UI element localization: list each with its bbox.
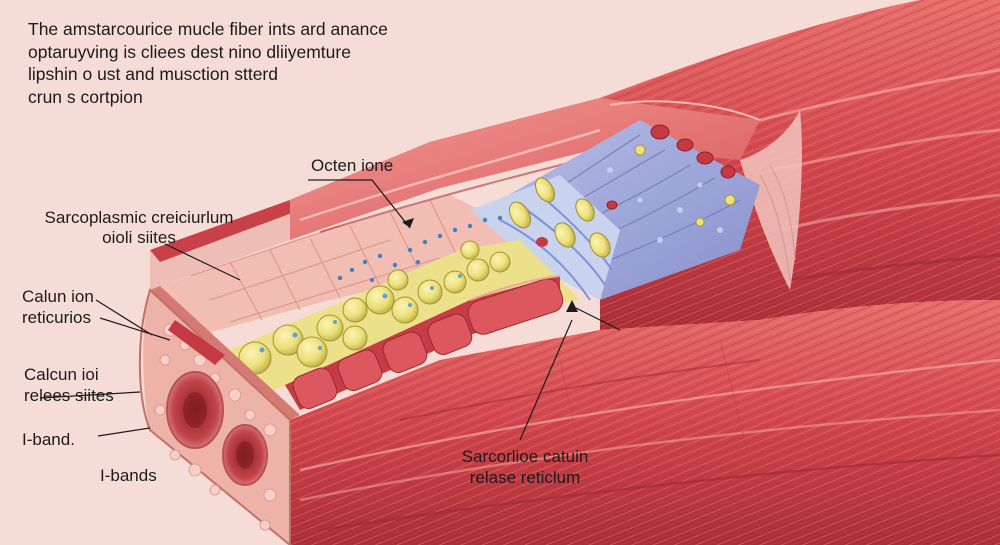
intro-line-1: The amstarcourice mucle fiber ints ard a…: [28, 19, 388, 39]
intro-text: The amstarcourice mucle fiber ints ard a…: [28, 18, 388, 108]
label-sarcorlioe-line-1: Sarcorlioe catuin: [461, 447, 589, 466]
label-calun-ion-line-2: reticurios: [22, 308, 91, 327]
leader-sarcorlioe: [519, 319, 573, 441]
label-calcun-ioi: Calcun ioi relees siites: [24, 364, 114, 406]
leader-octen-ione: [308, 179, 411, 229]
leader-i-band: [97, 427, 151, 437]
label-calcun-ioi-line-2: relees siites: [24, 386, 114, 405]
myofilament-bundles: [285, 275, 564, 410]
label-calun-ion: Calun ion reticurios: [22, 286, 94, 328]
leader-calcun-ioi: [39, 391, 141, 399]
label-octen-ione: Octen ione: [311, 156, 394, 175]
arrow-markers: [402, 218, 578, 312]
muscle-fiber-body: [150, 300, 1000, 545]
label-sarcoplasmic-line-1: Sarcoplasmic creiciurlum: [44, 208, 234, 227]
label-sarcorlioe-line-2: relase reticlum: [469, 468, 581, 487]
label-calun-ion-line-1: Calun ion: [22, 287, 94, 306]
label-calcun-ioi-line-1: Calcun ioi: [24, 365, 99, 384]
intro-line-4: crun s cortpion: [28, 86, 143, 107]
sarcoplasmic-reticulum: [470, 175, 620, 301]
intro-line-3: lipshin o ust and musction stterd: [28, 64, 278, 84]
label-sarcorlioe: Sarcorlioe catuin relase reticlum: [430, 446, 620, 488]
intro-line-2: optaruyving is cliees dest nino dliiyemt…: [28, 41, 351, 62]
leader-calun-ion-2: [99, 317, 171, 341]
leader-sarcorlioe-2: [575, 307, 621, 331]
label-sarcoplasmic-line-2: oioli siites: [102, 228, 176, 247]
calcium-vesicles: [225, 215, 580, 400]
fiber-cross-section: [138, 286, 300, 545]
label-i-band: I-band.: [22, 430, 75, 449]
leader-calun-ion-1: [95, 299, 153, 336]
leader-sarcoplasmic: [164, 243, 241, 281]
label-leader-lines: [39, 179, 621, 441]
label-sarcoplasmic: Sarcoplasmic creiciurlum oioli siites: [30, 208, 248, 248]
arrow-up-icon: [402, 218, 414, 228]
label-i-bands: I-bands: [100, 466, 157, 485]
arrow-down-icon: [566, 300, 578, 312]
